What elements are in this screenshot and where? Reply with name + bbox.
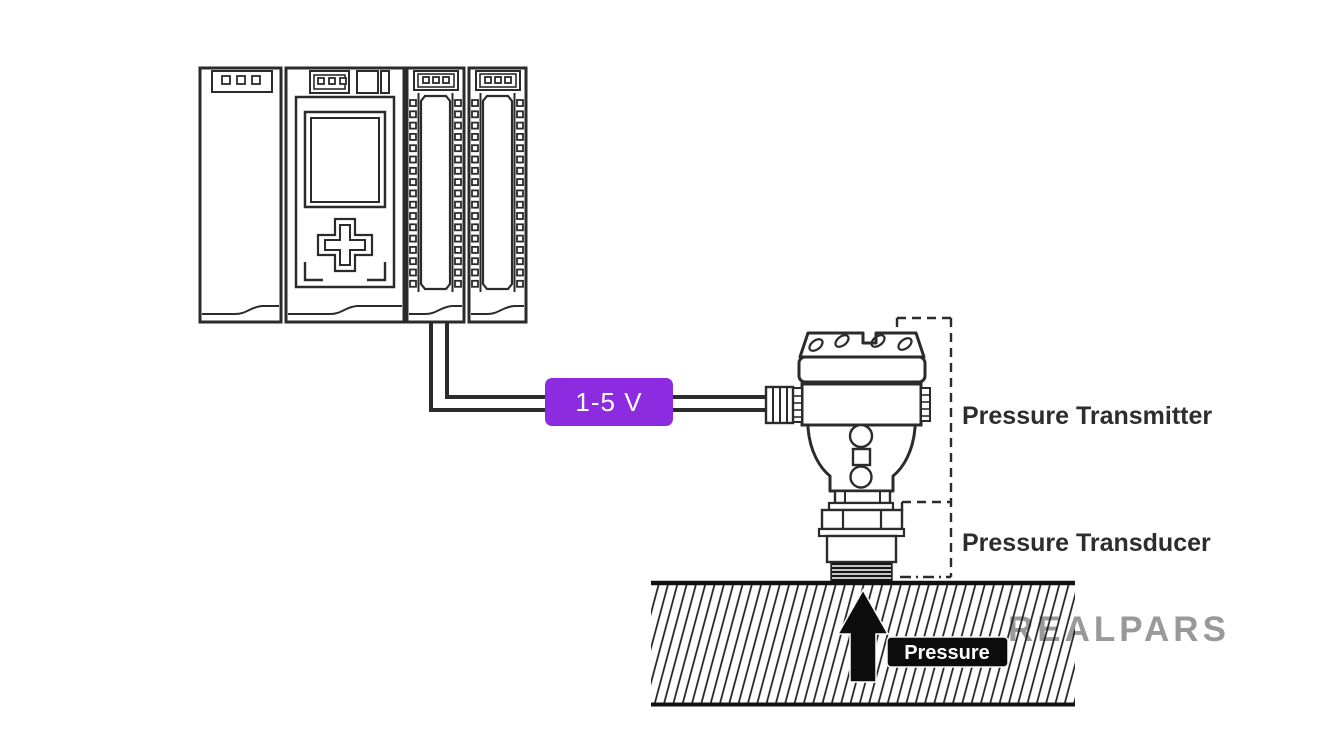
plc-module-io-2 xyxy=(467,66,528,324)
plc-module-io-1 xyxy=(405,66,466,324)
transducer-label: Pressure Transducer xyxy=(962,529,1211,557)
signal-range-badge: 1-5 V xyxy=(545,378,673,426)
pressure-transmitter-drawing xyxy=(764,331,931,493)
io-led-strip xyxy=(454,99,462,288)
io-led-strip xyxy=(516,99,524,288)
transducer-bracket xyxy=(900,500,951,579)
threaded-stem xyxy=(830,561,893,584)
transmitter-label: Pressure Transmitter xyxy=(962,402,1212,430)
cpu-keypad xyxy=(303,217,387,282)
plc-module-cpu xyxy=(284,66,406,324)
io-led-strip xyxy=(471,99,479,288)
io-led-strip xyxy=(409,99,417,288)
cable-gland xyxy=(764,385,795,425)
cpu-display xyxy=(303,110,387,209)
pressure-transducer-drawing xyxy=(817,489,906,584)
transmitter-bracket xyxy=(895,316,953,577)
signal-range-label: 1-5 V xyxy=(575,387,642,417)
pressure-badge: Pressure xyxy=(886,636,1009,668)
pressure-badge-label: Pressure xyxy=(904,642,990,664)
pressure-up-arrow-icon xyxy=(836,588,890,683)
plc-drawing xyxy=(198,66,528,324)
plc-module-power xyxy=(198,66,283,324)
